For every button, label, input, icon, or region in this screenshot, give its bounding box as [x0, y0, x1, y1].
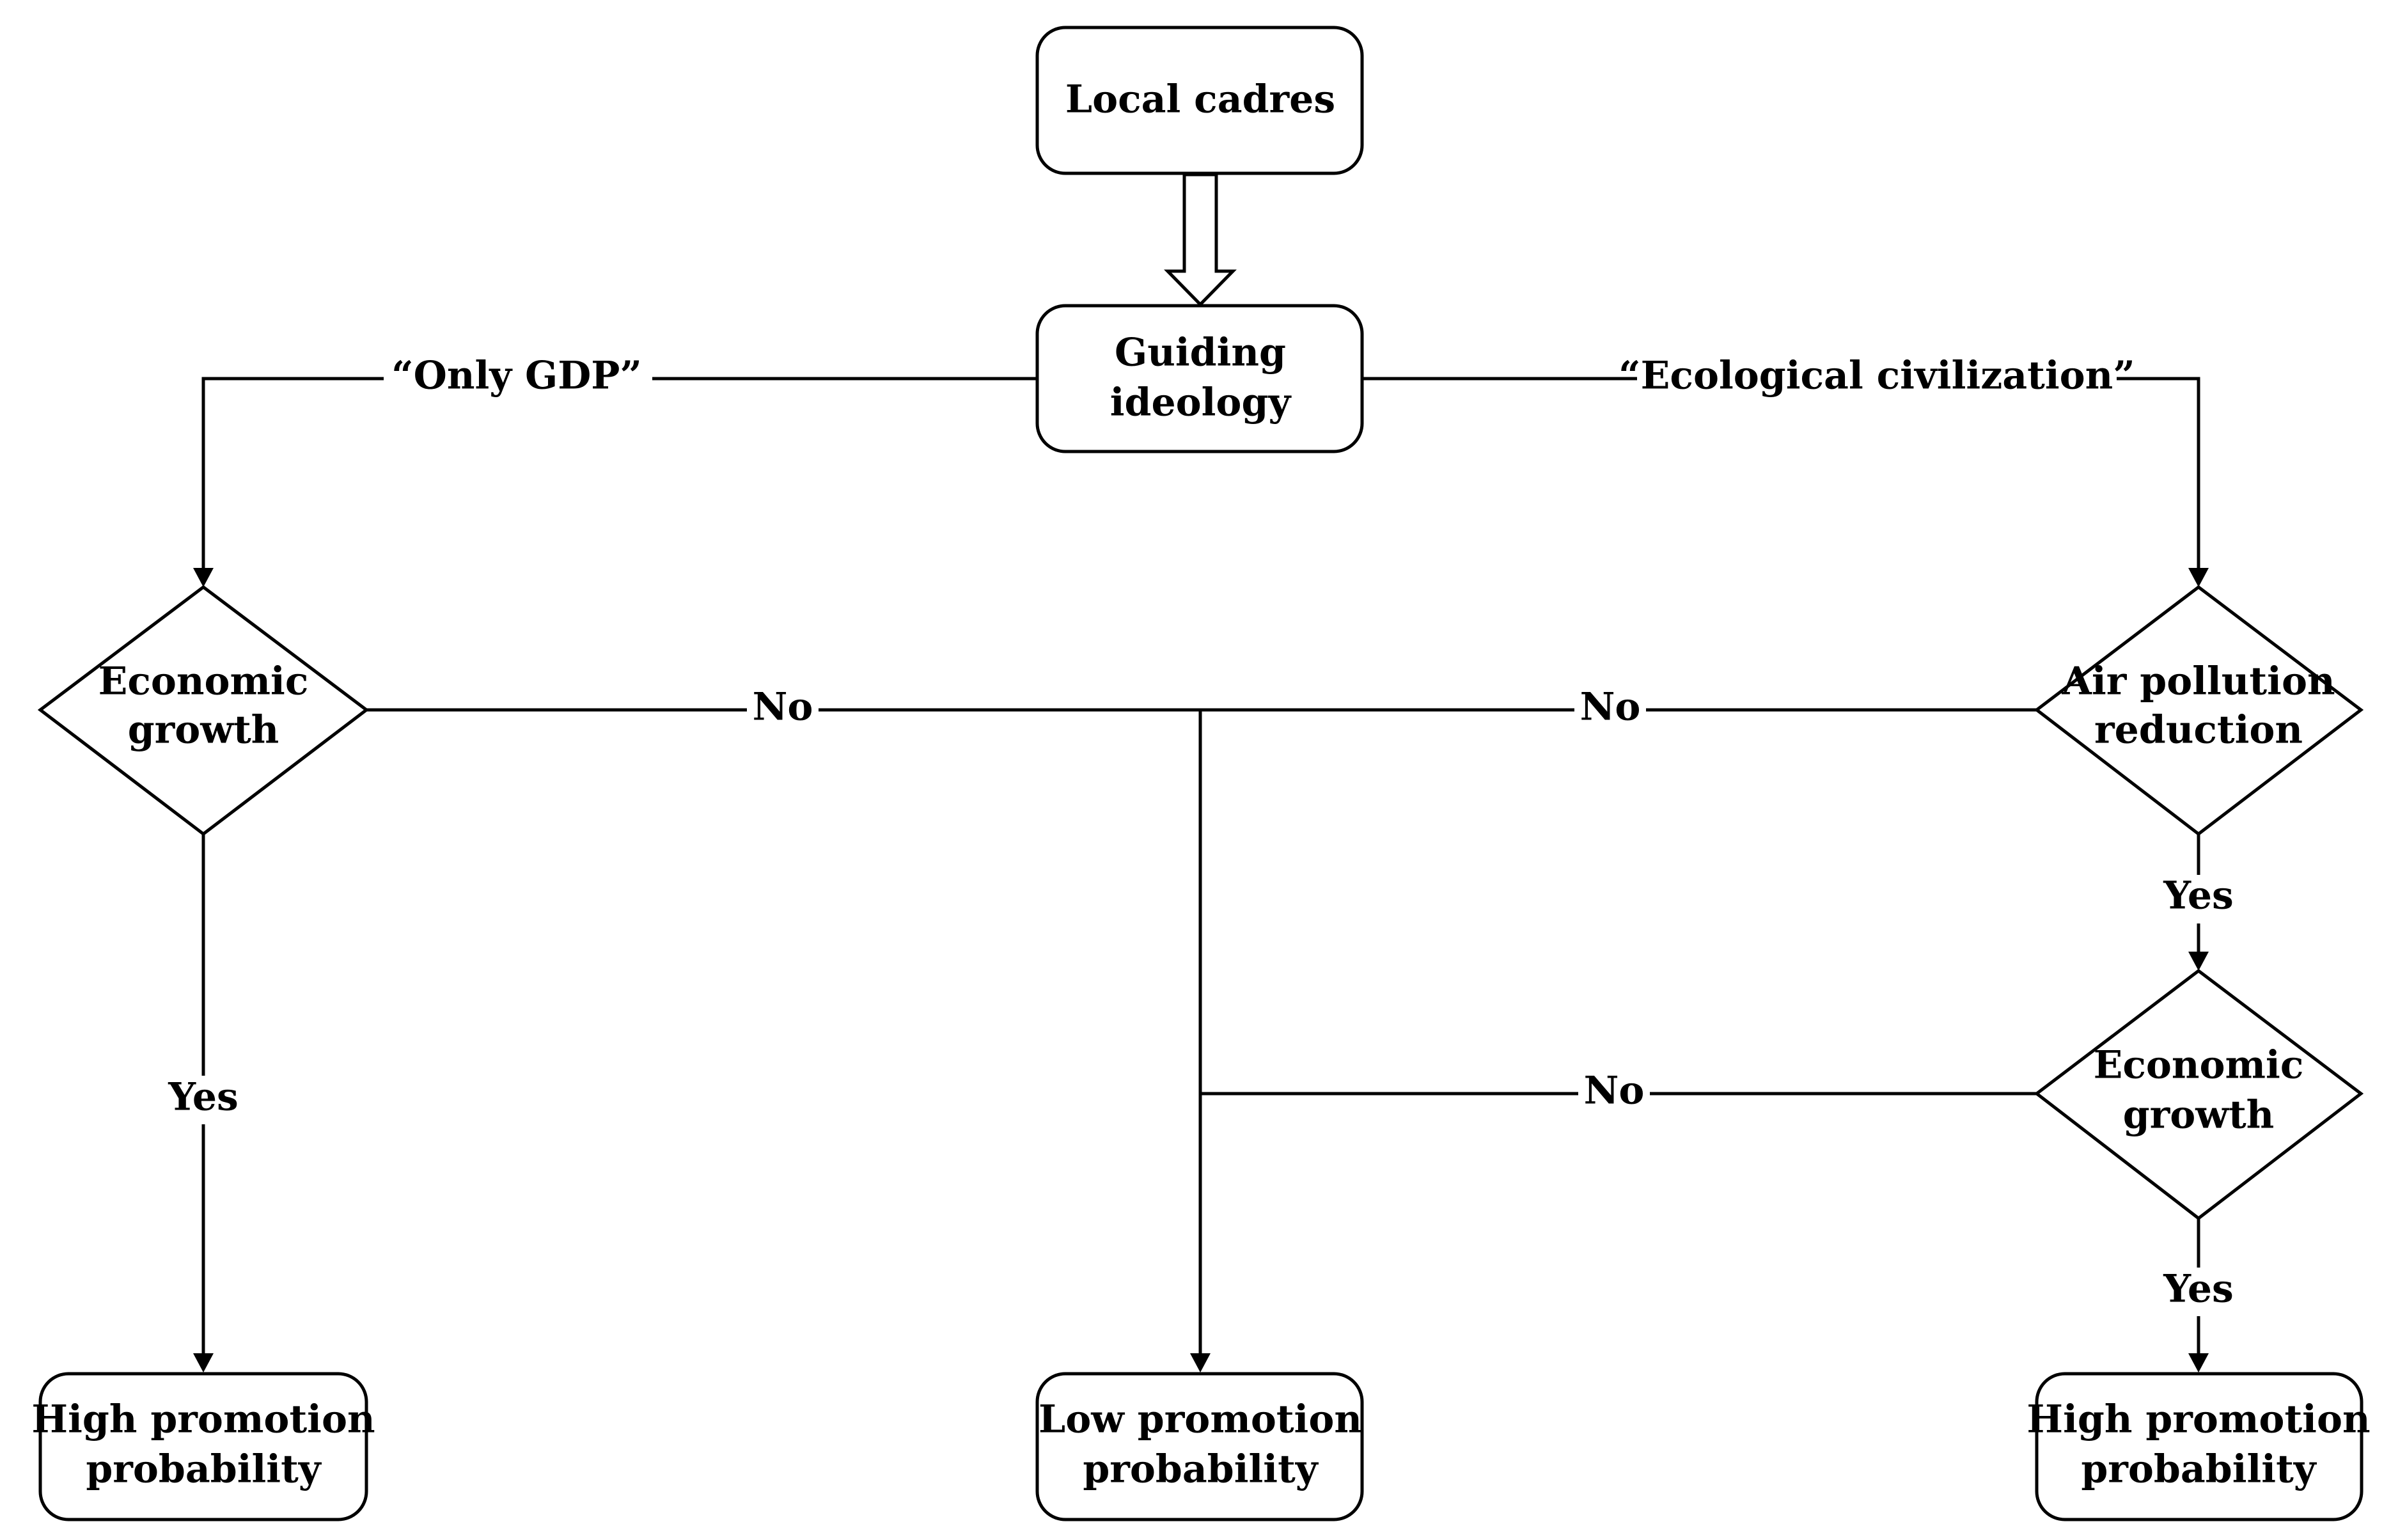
edge-label-yes-right-top: Yes	[2163, 874, 2234, 918]
arrowhead-air-pollution	[2188, 568, 2209, 587]
arrowhead-economic-growth-right	[2188, 952, 2209, 971]
arrowhead-low-promotion	[1190, 1353, 1211, 1372]
node-economic-growth-right: Economic growth	[2034, 968, 2364, 1221]
edge-label-no-right-mid: No	[1584, 1069, 1645, 1113]
high-promotion-left-label-line1: High promotion	[31, 1397, 375, 1442]
high-promotion-left-box	[38, 1372, 368, 1521]
node-guiding-ideology: Guiding ideology	[1035, 304, 1364, 453]
arrowhead-high-promotion-right	[2188, 1353, 2209, 1372]
edge-label-yes-right-bottom: Yes	[2163, 1267, 2234, 1312]
high-promotion-right-box	[2035, 1372, 2364, 1521]
economic-growth-right-label-line1: Economic	[2094, 1043, 2304, 1088]
edge-label-yes-left: Yes	[168, 1075, 239, 1120]
economic-growth-right-label-line2: growth	[2123, 1093, 2275, 1138]
low-promotion-label-line2: probability	[1083, 1447, 1319, 1492]
arrowhead-economic-growth-left	[193, 568, 214, 587]
connector-only-gdp	[201, 377, 1036, 569]
edge-label-only-gdp: “Only GDP”	[391, 354, 642, 398]
hollow-arrow-cadres-to-ideology	[1164, 173, 1237, 307]
guiding-ideology-label-line1: Guiding	[1115, 331, 1286, 375]
high-promotion-right-label-line1: High promotion	[2026, 1397, 2370, 1442]
guiding-ideology-label-line2: ideology	[1110, 381, 1292, 425]
node-economic-growth-left: Economic growth	[37, 585, 370, 837]
air-pollution-reduction-label-line1: Air pollution	[2061, 659, 2335, 704]
edge-labels: “Only GDP” “Ecological civilization” No …	[163, 352, 2239, 1316]
connector-ecological-civilization	[1362, 377, 2200, 569]
high-promotion-left-label-line2: probability	[86, 1447, 322, 1492]
economic-growth-left-label-line1: Economic	[98, 659, 309, 704]
edge-label-ecological-civilization: “Ecological civilization”	[1619, 354, 2135, 398]
economic-growth-left-diamond	[37, 585, 370, 837]
air-pollution-reduction-label-line2: reduction	[2094, 708, 2303, 753]
high-promotion-right-label-line2: probability	[2081, 1447, 2317, 1492]
node-air-pollution-reduction: Air pollution reduction	[2034, 585, 2364, 837]
edge-label-no-left: No	[753, 685, 813, 730]
economic-growth-left-label-line2: growth	[128, 708, 279, 753]
air-pollution-reduction-diamond	[2034, 585, 2364, 837]
local-cadres-label: Local cadres	[1065, 77, 1335, 122]
low-promotion-box	[1035, 1372, 1364, 1521]
node-low-promotion: Low promotion probability	[1035, 1372, 1364, 1521]
arrowhead-high-promotion-left	[193, 1353, 214, 1372]
guiding-ideology-box	[1035, 304, 1364, 453]
node-local-cadres: Local cadres	[1035, 26, 1364, 175]
node-high-promotion-left: High promotion probability	[31, 1372, 375, 1521]
economic-growth-right-diamond	[2034, 968, 2364, 1221]
local-cadres-box	[1035, 26, 1364, 175]
edge-label-no-right-top: No	[1580, 685, 1641, 730]
low-promotion-label-line1: Low promotion	[1039, 1397, 1362, 1442]
node-high-promotion-right: High promotion probability	[2026, 1372, 2371, 1521]
